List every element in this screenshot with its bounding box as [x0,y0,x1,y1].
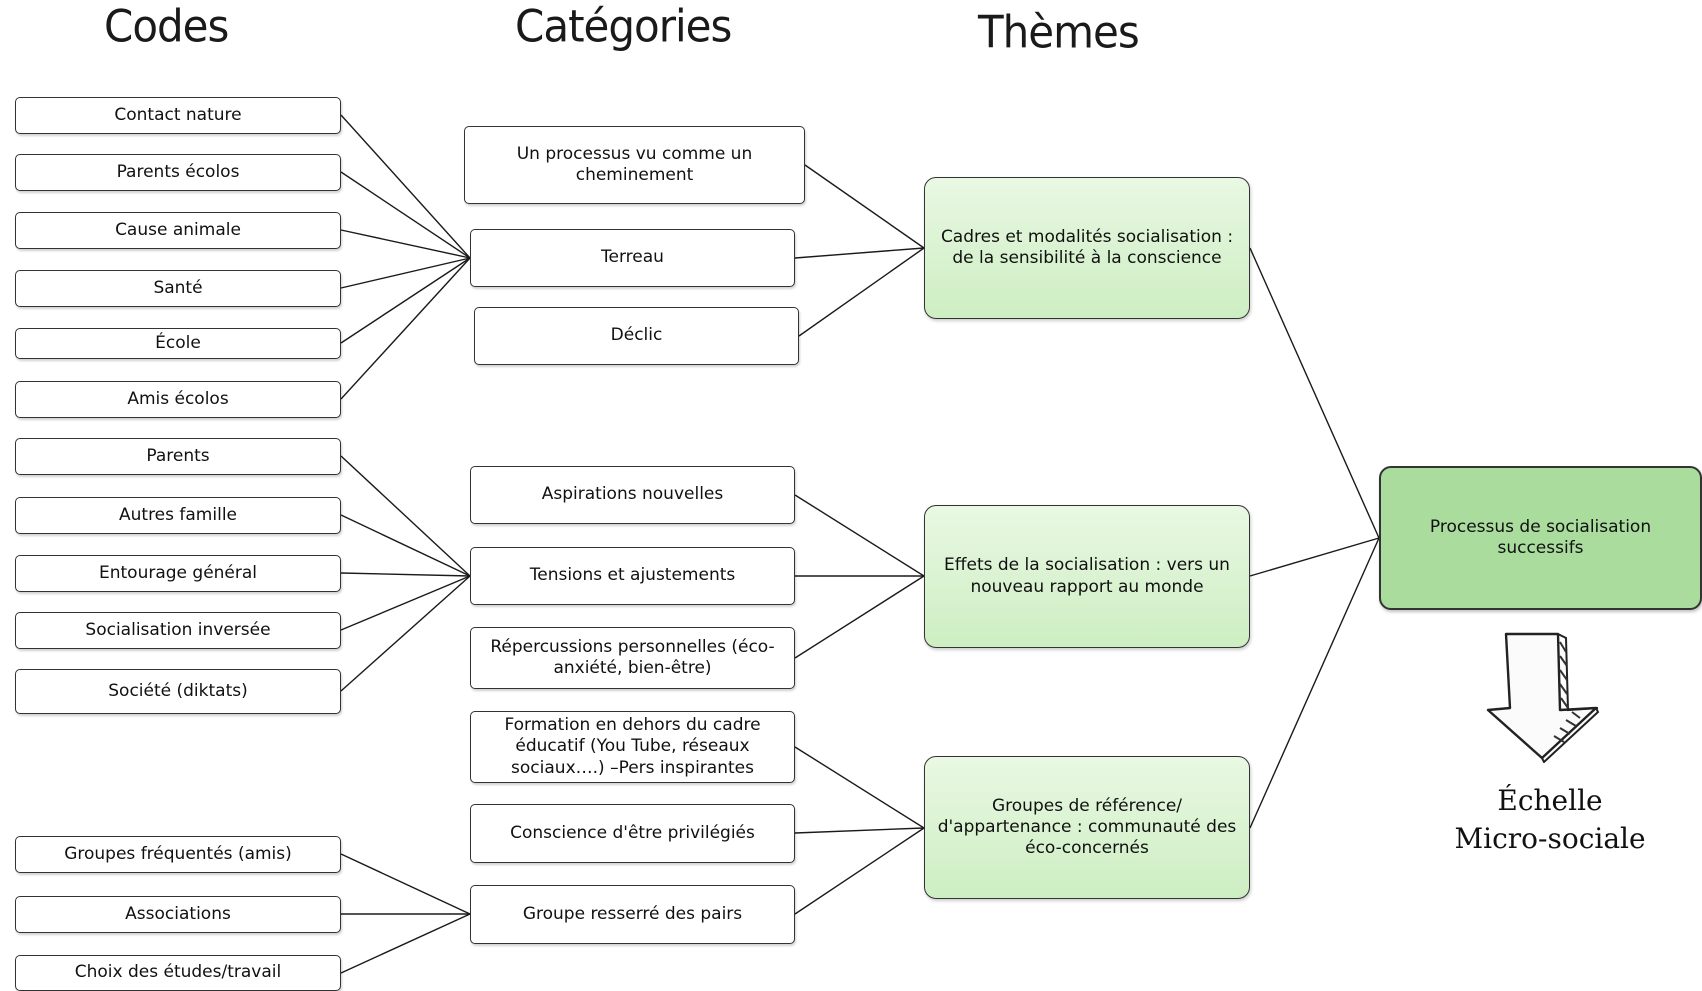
header-categories: Catégories [515,0,732,53]
connector-line [340,575,471,692]
code-box: Parents [15,438,341,475]
code-box: Socialisation inversée [15,612,341,649]
connector-line [340,455,471,577]
theme-box: Cadres et modalités socialisation : de l… [924,177,1250,319]
connector-line [340,575,471,631]
connector-line [1249,537,1380,829]
connector-line [794,247,925,259]
connector-line [794,575,925,659]
code-box: Contact nature [15,97,341,134]
code-box: Cause animale [15,212,341,249]
code-box: École [15,328,341,359]
connector-line [340,229,471,259]
category-box: Terreau [470,229,795,287]
code-box: Choix des études/travail [15,955,341,991]
connector-line [804,164,925,249]
category-box: Tensions et ajustements [470,547,795,605]
connector-line [340,171,471,259]
connector-line [1249,247,1380,539]
scale-line-2: Micro-sociale [1454,821,1646,855]
connector-line [340,853,471,915]
connector-line [340,114,471,259]
connector-line [798,247,925,337]
code-box: Entourage général [15,555,341,592]
code-box: Groupes fréquentés (amis) [15,836,341,873]
code-box: Associations [15,896,341,933]
category-box: Aspirations nouvelles [470,466,795,524]
code-box: Santé [15,270,341,307]
code-box: Société (diktats) [15,669,341,714]
category-box: Déclic [474,307,799,365]
connector-line [340,572,471,577]
category-box: Formation en dehors du cadre éducatif (Y… [470,711,795,783]
connector-line [1249,537,1380,577]
category-box: Groupe resserré des pairs [470,885,795,944]
connector-line [340,257,471,344]
connector-line [340,514,471,577]
final-process-box: Processus de socialisation successifs [1379,466,1702,610]
connector-line [794,827,925,834]
header-codes: Codes [104,0,229,53]
connector-line [794,827,925,915]
code-box: Parents écolos [15,154,341,191]
header-themes: Thèmes [978,6,1140,59]
connector-line [340,257,471,289]
connector-line [794,746,925,829]
category-box: Répercussions personnelles (éco-anxiété,… [470,627,795,689]
scale-label: Échelle Micro-sociale [1440,782,1660,858]
connector-line [340,257,471,400]
category-box: Un processus vu comme un cheminement [464,126,805,204]
category-box: Conscience d'être privilégiés [470,804,795,863]
connector-line [340,913,471,974]
theme-box: Effets de la socialisation : vers un nou… [924,505,1250,648]
theme-box: Groupes de référence/ d'appartenance : c… [924,756,1250,899]
connector-line [794,494,925,577]
down-arrow-icon [1486,632,1600,763]
code-box: Autres famille [15,497,341,534]
scale-line-1: Échelle [1497,784,1603,817]
code-box: Amis écolos [15,381,341,418]
